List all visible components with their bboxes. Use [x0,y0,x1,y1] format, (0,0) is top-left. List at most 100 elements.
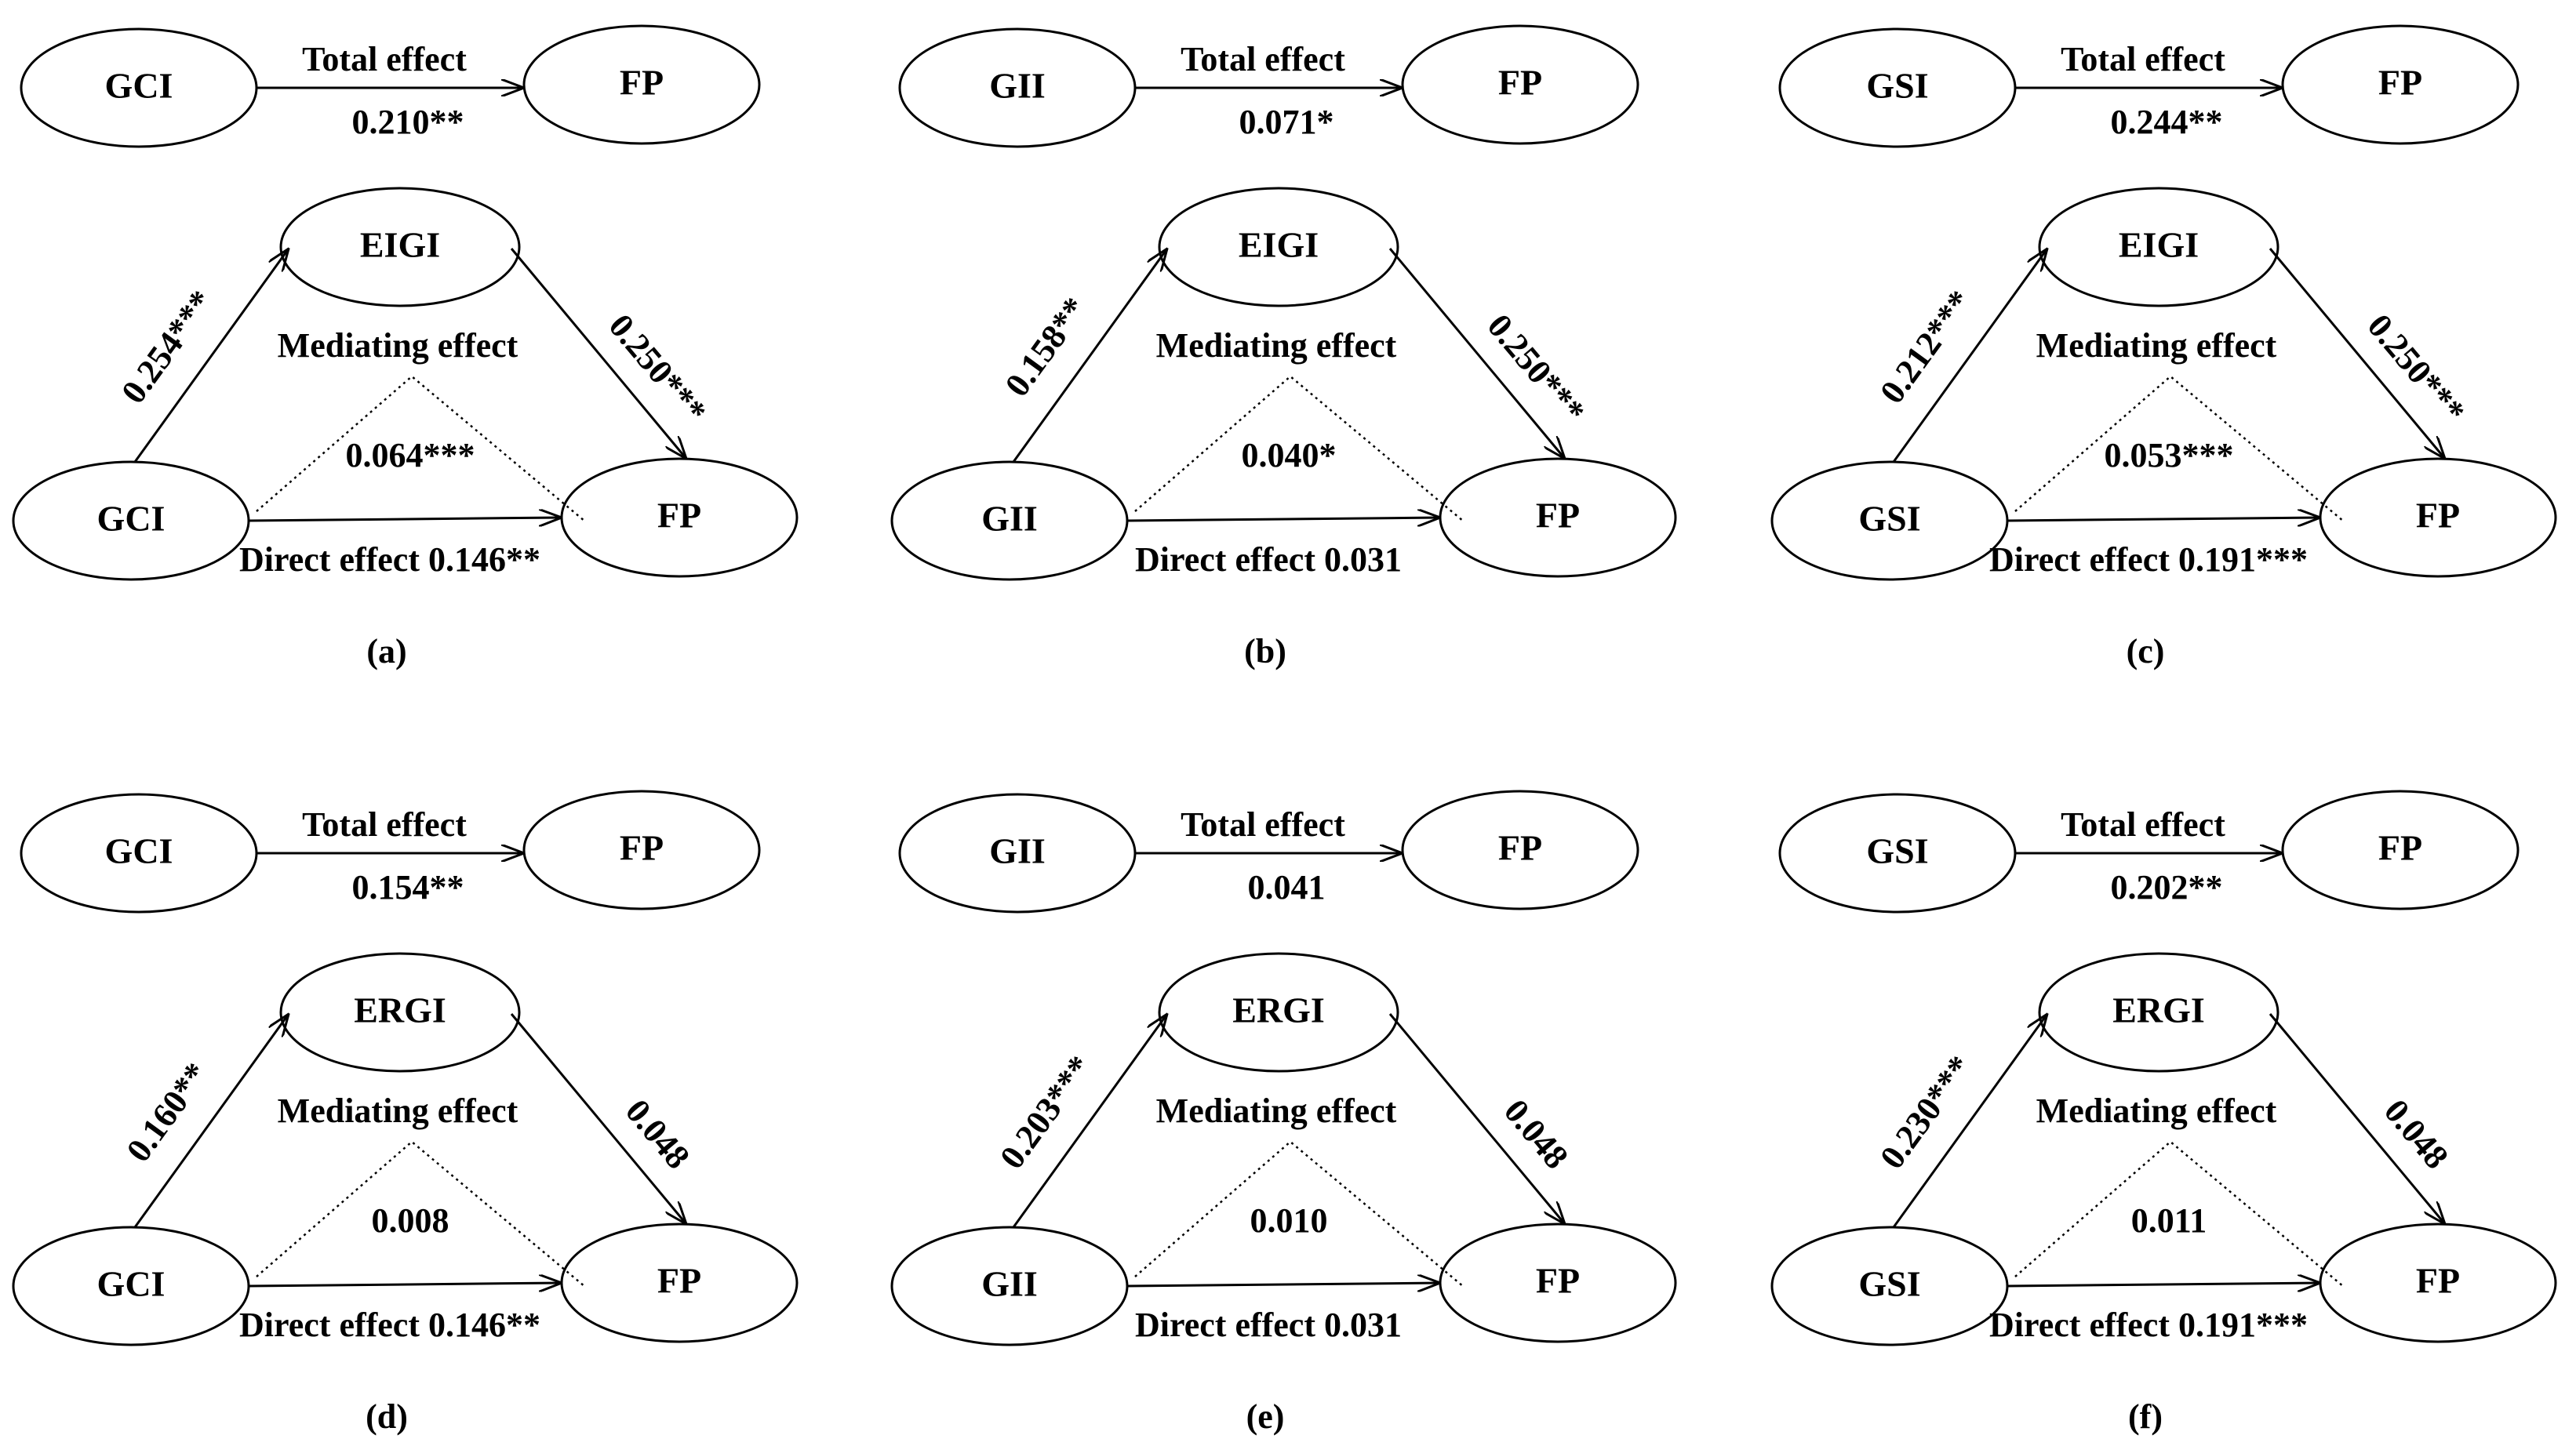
mediating-effect-title: Mediating effect [1156,1092,1397,1130]
direct-effect-arrow [2007,518,2320,521]
a-path-coefficient: 0.158** [998,290,1095,403]
panel-label: (b) [1244,632,1286,670]
panel-label: (f) [2128,1397,2163,1436]
total-source-node: GSI [1778,793,2017,914]
direct-effect-arrow [2007,1283,2320,1286]
total-effect-title: Total effect [1181,805,1345,844]
dependent-node-label: FP [2416,496,2460,536]
mediating-effect-title: Mediating effect [2036,1092,2277,1130]
mediating-effect-value: 0.008 [372,1201,449,1240]
mediating-effect-title: Mediating effect [278,1092,518,1130]
total-outcome-node-label: FP [620,63,664,103]
dependent-node: FP [560,1223,799,1343]
panel-label: (a) [366,632,406,670]
total-source-node: GII [898,793,1137,914]
a-path-coefficient: 0.203*** [992,1048,1100,1175]
total-outcome-node-label: FP [2378,828,2422,868]
total-outcome-node: FP [522,24,761,145]
mediator-node: ERGI [1158,952,1399,1073]
independent-node: GII [890,1226,1129,1346]
total-effect-title: Total effect [2061,805,2225,844]
total-effect-value: 0.244** [2111,103,2223,141]
total-source-node-label: GSI [1866,831,1928,871]
a-path-coefficient: 0.160** [119,1055,216,1168]
mediating-effect-value: 0.040* [1242,436,1337,474]
panel-label: (d) [366,1397,408,1436]
mediating-effect-value: 0.010 [1250,1201,1328,1240]
direct-effect-label: Direct effect 0.191*** [1989,1306,2308,1344]
dependent-node-label: FP [657,496,701,536]
independent-node-label: GII [981,1264,1038,1304]
independent-node: GCI [12,460,250,581]
a-path-arrow [1012,249,1167,463]
dependent-node-label: FP [657,1261,701,1301]
mediator-node-label: ERGI [2112,990,2205,1030]
total-source-node: GII [898,27,1137,148]
direct-effect-label: Direct effect 0.031 [1135,540,1402,579]
mediating-effect-value: 0.011 [2131,1201,2207,1240]
dependent-node-label: FP [1536,1261,1580,1301]
total-effect-title: Total effect [302,40,467,78]
a-path-arrow [1892,249,2047,463]
mediating-effect-title: Mediating effect [2036,326,2277,365]
independent-node-label: GSI [1858,499,1920,539]
b-path-coefficient: 0.250*** [2360,307,2473,431]
total-outcome-node: FP [2281,24,2520,145]
total-source-node-label: GCI [105,66,173,106]
independent-node: GSI [1770,460,2009,581]
dependent-node: FP [2319,457,2557,578]
b-path-arrow [2269,1013,2445,1224]
total-outcome-node-label: FP [1498,828,1542,868]
total-outcome-node: FP [2281,790,2520,910]
total-outcome-node: FP [1401,790,1639,910]
mediator-node: ERGI [2038,952,2279,1073]
mediator-node-label: ERGI [354,990,446,1030]
panel-label: (c) [2127,632,2165,670]
total-outcome-node: FP [1401,24,1639,145]
independent-node-label: GII [981,499,1038,539]
total-outcome-node-label: FP [1498,63,1542,103]
independent-node-label: GCI [97,499,166,539]
b-path-coefficient: 0.048 [2377,1092,2456,1176]
total-source-node-label: GII [989,831,1046,871]
b-path-coefficient: 0.048 [1497,1092,1576,1176]
total-source-node-label: GCI [105,831,173,871]
mediator-node: EIGI [279,187,521,307]
total-outcome-node-label: FP [620,828,664,868]
independent-node: GSI [1770,1226,2009,1346]
dependent-node: FP [1439,457,1677,578]
total-effect-value: 0.154** [352,868,464,906]
independent-node: GII [890,460,1129,581]
mediator-node: EIGI [1158,187,1399,307]
direct-effect-arrow [248,518,562,521]
mediating-effect-value: 0.053*** [2105,436,2234,474]
total-outcome-node-label: FP [2378,63,2422,103]
total-effect-value: 0.041 [1248,868,1326,906]
b-path-arrow [1388,248,1565,459]
total-source-node: GCI [20,27,258,148]
direct-effect-label: Direct effect 0.146** [239,1306,540,1344]
b-path-coefficient: 0.250*** [602,307,715,431]
mediator-node-label: EIGI [360,225,440,265]
direct-effect-arrow [1126,1283,1440,1286]
total-effect-value: 0.071* [1239,103,1334,141]
b-path-arrow [2269,248,2445,459]
total-effect-value: 0.210** [352,103,464,141]
panel-label: (e) [1246,1397,1285,1436]
direct-effect-label: Direct effect 0.031 [1135,1306,1402,1344]
a-path-arrow [133,249,289,463]
direct-effect-label: Direct effect 0.191*** [1989,540,2308,579]
independent-node: GCI [12,1226,250,1346]
dependent-node: FP [560,457,799,578]
dependent-node-label: FP [1536,496,1580,536]
a-path-coefficient: 0.212*** [1872,283,1980,410]
independent-node-label: GSI [1858,1264,1920,1304]
b-path-coefficient: 0.048 [618,1092,697,1176]
mediator-node-label: EIGI [1239,225,1319,265]
total-source-node: GSI [1778,27,2017,148]
